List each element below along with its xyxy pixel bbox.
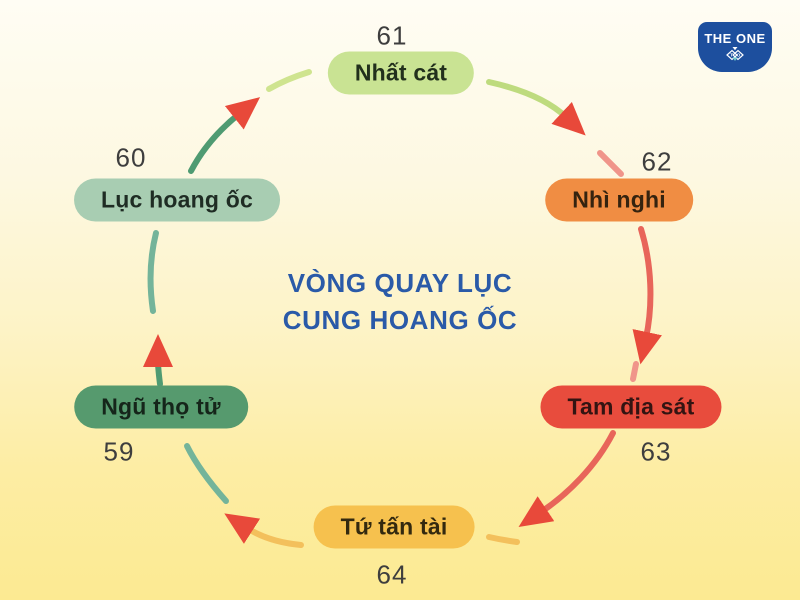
arc-lead-luchoangoc (147, 230, 159, 314)
page-title: VÒNG QUAY LỤC CUNG HOANG ỐC (283, 265, 518, 339)
number-ngu-tho-tu: 59 (103, 436, 135, 467)
arc-nhinghi-to-tamdiasat (632, 226, 662, 365)
arc-nhatcat-to-nhinghi (486, 79, 586, 136)
brand-logo: THE ONE T O (698, 22, 772, 72)
svg-text:T: T (730, 53, 733, 58)
arc-lead-nhinghi (597, 150, 624, 177)
number-luc-hoang-oc: 60 (115, 142, 147, 173)
arc-lead-tamdiasat (630, 361, 639, 382)
node-tam-dia-sat: Tam địa sát (540, 385, 722, 429)
number-nhi-nghi: 62 (641, 146, 673, 177)
node-luc-hoang-oc: Lục hoang ốc (74, 178, 280, 222)
svg-text:O: O (737, 53, 741, 58)
arc-luchoangoc-to-nhatcat (188, 97, 261, 174)
page-title-line2: CUNG HOANG ỐC (282, 305, 518, 335)
brand-logo-emblem-icon: T O (726, 47, 744, 61)
arc-tutantai-to-nguthotu (224, 513, 304, 548)
node-tu-tan-tai: Tứ tấn tài (313, 505, 475, 549)
arc-lead-nguthotu (184, 443, 229, 504)
arc-nguthotu-to-luchoangoc (143, 334, 174, 387)
brand-logo-text: THE ONE (704, 31, 766, 46)
page-title-line1: VÒNG QUAY LỤC (287, 268, 513, 298)
arc-tamdiasat-to-tutantai (518, 430, 616, 527)
arc-lead-tutantai (486, 534, 520, 545)
number-tam-dia-sat: 63 (640, 436, 672, 467)
arc-lead-nhatcat (266, 69, 312, 92)
node-nhat-cat: Nhất cát (327, 51, 475, 95)
number-tu-tan-tai: 64 (376, 559, 408, 590)
node-nhi-nghi: Nhì nghi (545, 178, 693, 222)
node-ngu-tho-tu: Ngũ thọ tử (74, 385, 248, 429)
number-nhat-cat: 61 (376, 20, 408, 51)
